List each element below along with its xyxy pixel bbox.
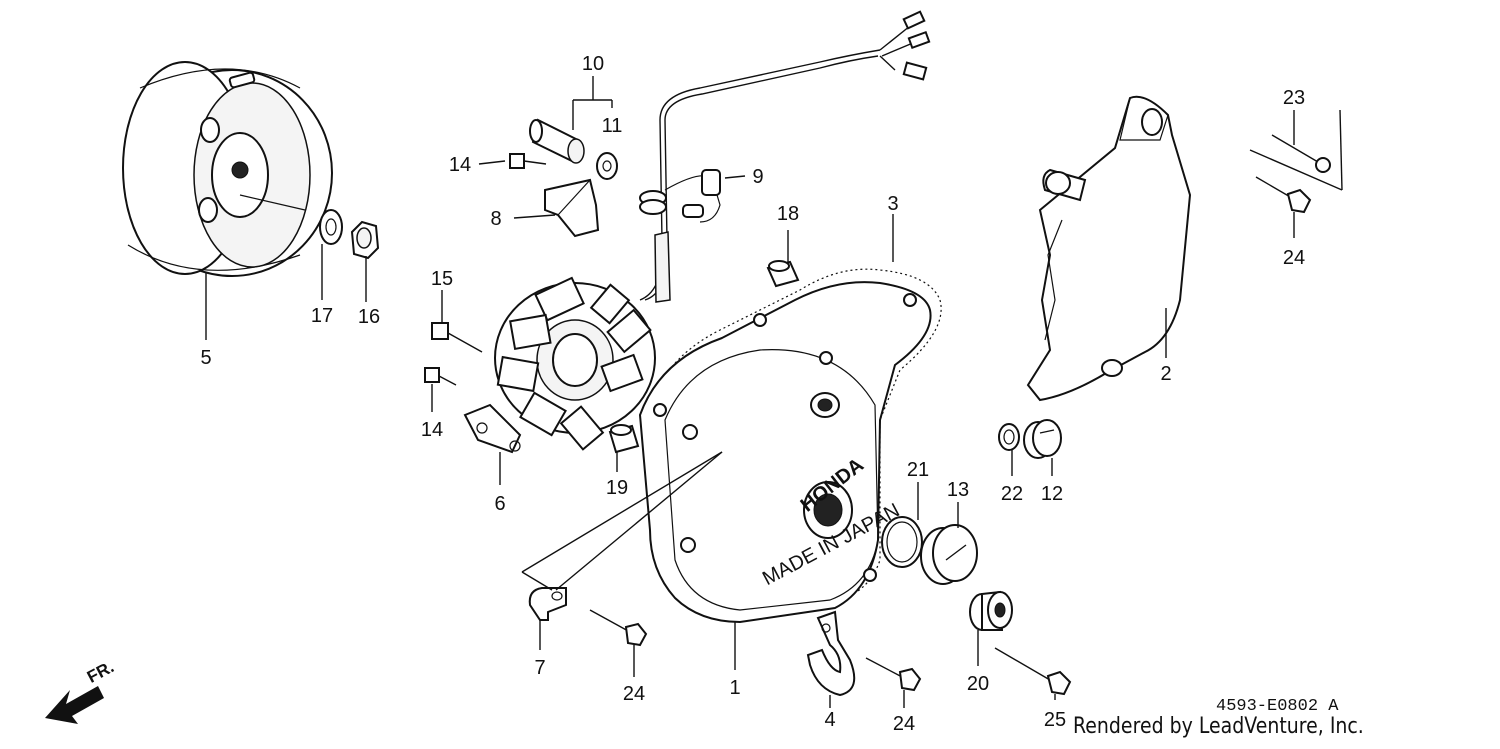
- bearing-part-20[interactable]: [969, 590, 1013, 631]
- o-ring-part-22[interactable]: [998, 423, 1020, 451]
- dowel-part-18[interactable]: [766, 260, 800, 288]
- callout-15: 15: [431, 268, 453, 290]
- callout-24-lower-left: 24: [623, 683, 645, 705]
- plug-part-12[interactable]: [1023, 419, 1062, 459]
- washer-part-17[interactable]: [319, 209, 343, 245]
- callout-17: 17: [311, 305, 333, 327]
- bracket-part-8[interactable]: [544, 178, 600, 238]
- diagram-code: 4593-E0802 A: [1216, 697, 1339, 716]
- callout-16: 16: [358, 306, 380, 328]
- callout-25: 25: [1044, 709, 1066, 731]
- callout-4: 4: [824, 709, 835, 731]
- callout-23: 23: [1283, 87, 1305, 109]
- wire-harness: [639, 10, 931, 303]
- callout-11: 11: [602, 115, 623, 137]
- callout-8: 8: [490, 208, 501, 230]
- callout-20: 20: [967, 673, 989, 695]
- callout-3: 3: [887, 193, 898, 215]
- washer-part-11[interactable]: [596, 152, 618, 180]
- callout-6: 6: [494, 493, 505, 515]
- dowel-part-19[interactable]: [608, 424, 640, 454]
- grommet-part-9[interactable]: [664, 169, 721, 223]
- bolt-part-15[interactable]: [431, 322, 483, 353]
- callout-9: 9: [752, 166, 763, 188]
- front-direction-arrow: [45, 686, 104, 724]
- nut-part-16[interactable]: [350, 220, 380, 260]
- callout-14-upper: 14: [449, 154, 471, 176]
- bolt-part-24-upper-right[interactable]: [1255, 176, 1312, 214]
- stator-part-6[interactable]: [463, 276, 656, 454]
- cap-part-13[interactable]: [920, 524, 978, 585]
- callout-7: 7: [534, 657, 545, 679]
- callout-24-upper-right: 24: [1283, 247, 1305, 269]
- callout-5: 5: [200, 347, 211, 369]
- cover-part-1[interactable]: HONDA MADE IN JAPAN: [638, 281, 932, 624]
- callout-labels: 1 2 3 4 5 6 7 8 9 10 11 12 13 14 14 15 1…: [200, 53, 1305, 735]
- callout-1: 1: [729, 677, 740, 699]
- callout-21: 21: [907, 459, 929, 481]
- callout-13: 13: [947, 479, 969, 501]
- callout-24-lower-center: 24: [893, 713, 915, 735]
- leader-lines: [205, 76, 1343, 708]
- clamp-part-7[interactable]: [528, 587, 567, 621]
- flywheel-part-5[interactable]: [122, 61, 333, 277]
- clip-part-4[interactable]: [806, 610, 856, 697]
- render-credit: Rendered by LeadVenture, Inc.: [1073, 714, 1364, 739]
- callout-12: 12: [1041, 483, 1063, 505]
- bolt-part-14-upper[interactable]: [509, 153, 547, 169]
- collar-part-10[interactable]: [529, 118, 585, 164]
- callout-2: 2: [1160, 363, 1171, 385]
- bolt-part-14-lower[interactable]: [424, 367, 457, 386]
- callout-22: 22: [1001, 483, 1023, 505]
- o-ring-part-21[interactable]: [881, 516, 923, 568]
- bolt-part-24-lower-left[interactable]: [589, 609, 648, 647]
- callout-14-lower: 14: [421, 419, 443, 441]
- callout-18: 18: [777, 203, 799, 225]
- bolt-part-24-lower-center[interactable]: [865, 657, 922, 692]
- callout-10: 10: [582, 53, 604, 75]
- bolt-part-23[interactable]: [1271, 134, 1331, 173]
- outer-cover-part-2[interactable]: [1026, 95, 1192, 402]
- callout-19: 19: [606, 477, 628, 499]
- bolt-part-25[interactable]: [994, 647, 1072, 696]
